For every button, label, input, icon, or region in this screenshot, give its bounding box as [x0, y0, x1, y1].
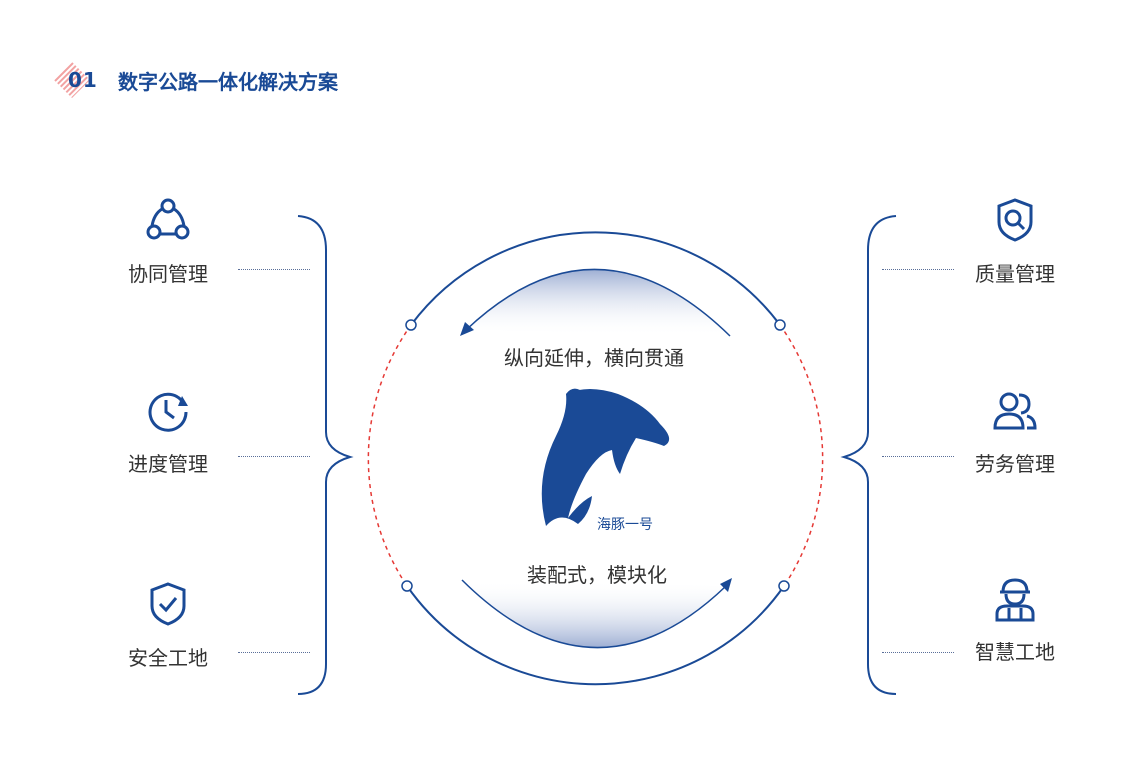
right-item-smart-site[interactable]: 智慧工地 [955, 574, 1075, 665]
logo-text: 海豚一号 [597, 517, 653, 533]
shield-check-icon [150, 582, 186, 626]
outer-circle-bottom-arc [406, 585, 785, 686]
left-item-label: 进度管理 [128, 452, 208, 476]
right-dotted-line [882, 269, 954, 270]
left-dotted-line [238, 652, 310, 653]
circle-node [401, 580, 413, 592]
top-gradient-band [466, 269, 730, 336]
top-arrowhead [460, 322, 474, 336]
bottom-gradient-band [462, 580, 726, 648]
outer-circle-left-dashed-arc [367, 324, 412, 587]
right-dotted-line [882, 652, 954, 653]
dolphin-logo [541, 388, 670, 526]
left-item-progress[interactable]: 进度管理 [108, 386, 228, 477]
left-item-safety[interactable]: 安全工地 [108, 580, 228, 671]
center-top-text: 纵向延伸，横向贯通 [504, 346, 684, 370]
right-bracket [840, 215, 897, 695]
section-number: 01 [68, 68, 98, 92]
right-dotted-line [882, 456, 954, 457]
users-icon [993, 392, 1037, 430]
left-item-label: 协同管理 [128, 262, 208, 286]
page-title: 数字公路一体化解决方案 [118, 70, 338, 94]
clock-icon [148, 392, 188, 432]
outer-circle-top-arc [410, 231, 781, 326]
right-item-label: 智慧工地 [975, 640, 1055, 664]
bottom-arrowhead [720, 578, 732, 592]
bottom-arrow-arc [461, 579, 727, 649]
left-bracket [297, 215, 354, 695]
right-item-quality[interactable]: 质量管理 [955, 196, 1075, 287]
collaboration-icon [146, 198, 190, 240]
shield-search-icon [997, 198, 1033, 242]
number-badge [54, 62, 90, 98]
right-item-label: 质量管理 [975, 262, 1055, 286]
left-dotted-line [238, 456, 310, 457]
worker-helmet-icon [995, 578, 1035, 622]
right-item-label: 劳务管理 [975, 452, 1055, 476]
center-bottom-text: 装配式，模块化 [527, 563, 667, 587]
left-item-collaboration[interactable]: 协同管理 [108, 196, 228, 287]
circle-node [774, 319, 786, 331]
left-dotted-line [238, 269, 310, 270]
right-item-labor[interactable]: 劳务管理 [955, 386, 1075, 477]
top-arrow-arc [465, 268, 731, 337]
left-item-label: 安全工地 [128, 646, 208, 670]
outer-circle-right-dashed-arc [779, 324, 824, 587]
circle-node [405, 319, 417, 331]
circle-node [778, 580, 790, 592]
